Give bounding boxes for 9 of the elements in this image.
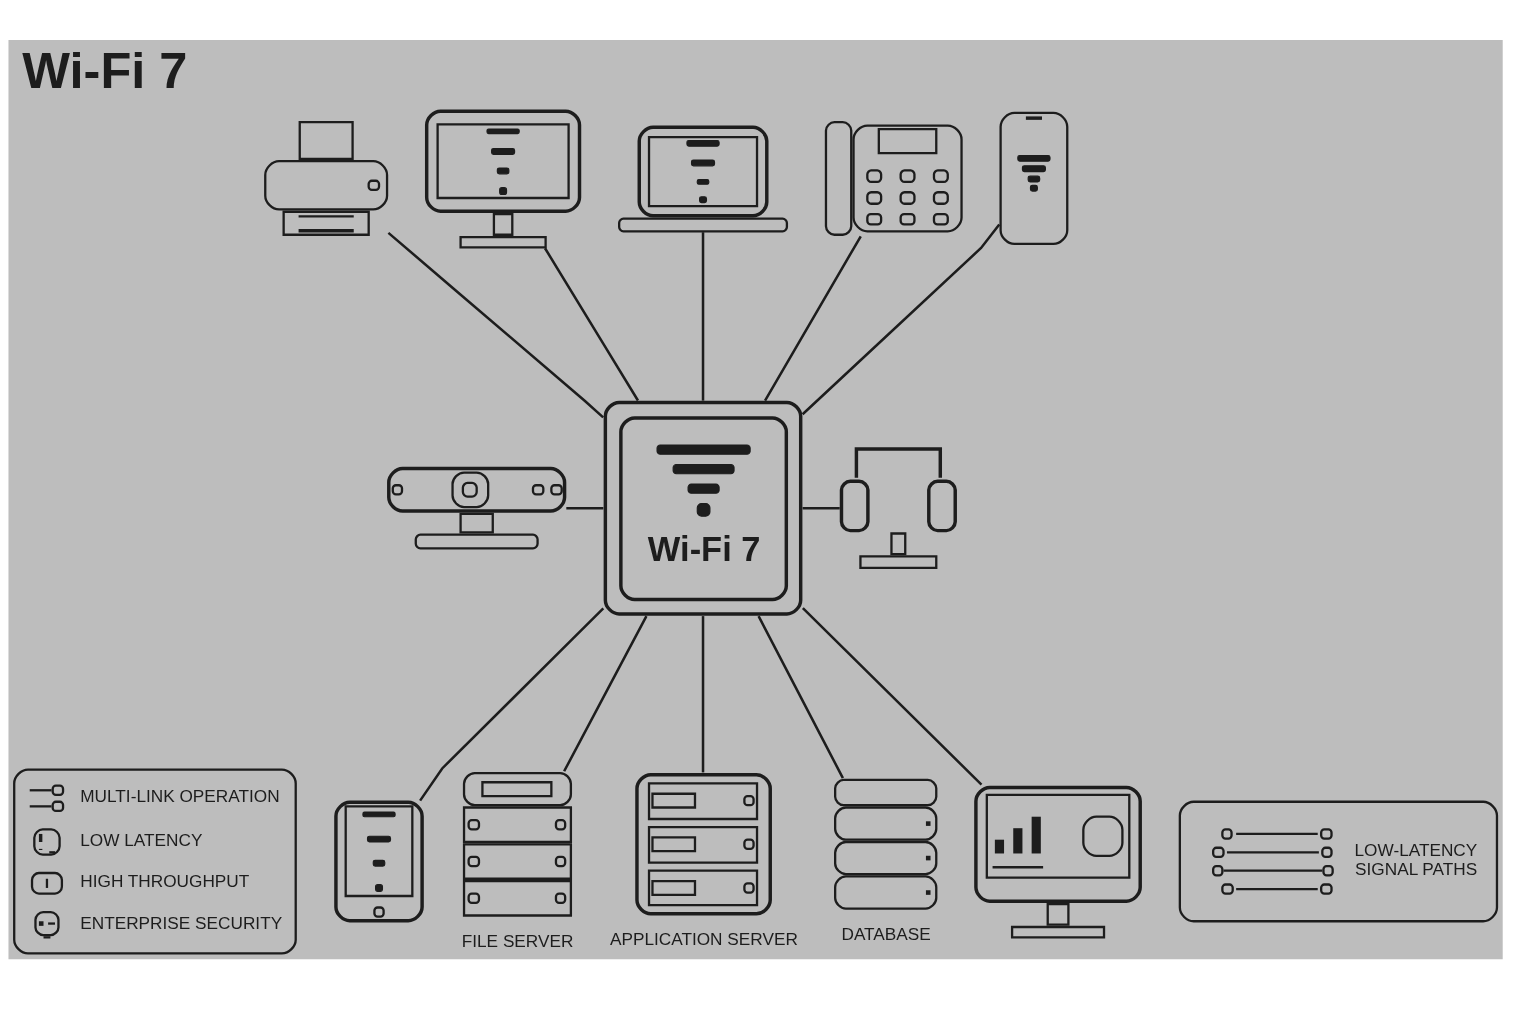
legend-label: HIGH THROUGHPUT [80,871,250,892]
node-label: FILE SERVER [461,930,574,951]
legend-label: LOW LATENCY [80,830,203,851]
label: LOW-LATENCY SIGNAL PATHS [1354,839,1478,880]
diagram-title: Wi-Fi 7 [22,42,188,100]
legend-label: ENTERPRISE SECURITY [80,912,283,933]
node-label: DATABASE [841,923,931,944]
legend-label: MULTI-LINK OPERATION [80,786,280,807]
node-label: APPLICATION SERVER [609,929,798,950]
